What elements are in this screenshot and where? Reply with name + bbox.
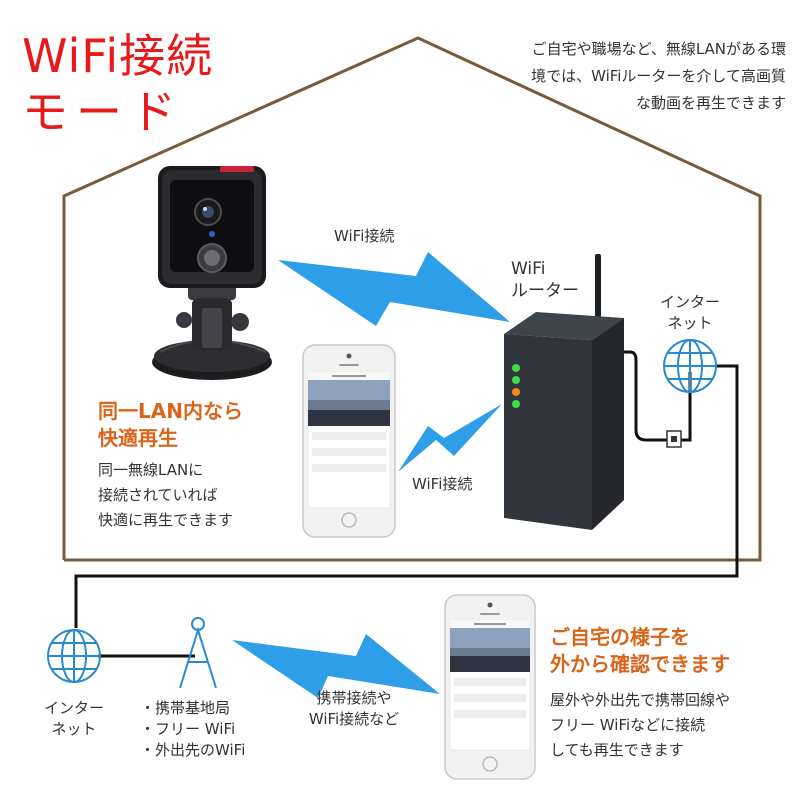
outside-description: 屋外や外出先で携帯回線や フリー WiFiなどに接続 しても再生できます <box>550 691 731 759</box>
lightning-signal-icon <box>278 252 510 326</box>
network-list: ・携帯基地局 ・フリー WiFi ・外出先のWiFi <box>140 699 246 759</box>
router-icon <box>504 254 624 530</box>
wifi-connection-label-top: WiFi接続 <box>334 227 395 245</box>
title-line-2: モード <box>22 85 184 139</box>
internet-label-home: インター ネット <box>659 293 720 332</box>
lightning-signal-icon <box>398 404 502 472</box>
lan-description: 同一無線LANに 接続されていれば 快適に再生できます <box>98 461 234 529</box>
intro-text: ご自宅や職場など、無線LANがある環 境では、WiFiルーターを介して高画質 な… <box>531 40 786 112</box>
smartphone-icon <box>444 594 536 780</box>
page-title: WiFi接続 モード <box>22 28 213 140</box>
lan-heading: 同一LAN内なら 快適再生 <box>98 399 243 450</box>
title-line-1: WiFi接続 <box>22 29 214 83</box>
cell-tower-icon <box>179 617 217 689</box>
camera-icon <box>152 166 272 380</box>
smartphone-icon <box>302 344 396 538</box>
router-label: WiFi ルーター <box>511 259 579 301</box>
mobile-connection-label: 携帯接続や WiFi接続など <box>308 689 400 728</box>
globe-icon <box>663 339 717 393</box>
wifi-connection-label-bottom: WiFi接続 <box>412 475 473 493</box>
wall-outlet-icon <box>666 430 682 448</box>
internet-label-outside: インター ネット <box>43 699 104 738</box>
outside-heading: ご自宅の様子を 外から確認できます <box>550 625 730 676</box>
globe-icon <box>47 629 101 683</box>
lightning-signal-icon <box>232 634 440 698</box>
